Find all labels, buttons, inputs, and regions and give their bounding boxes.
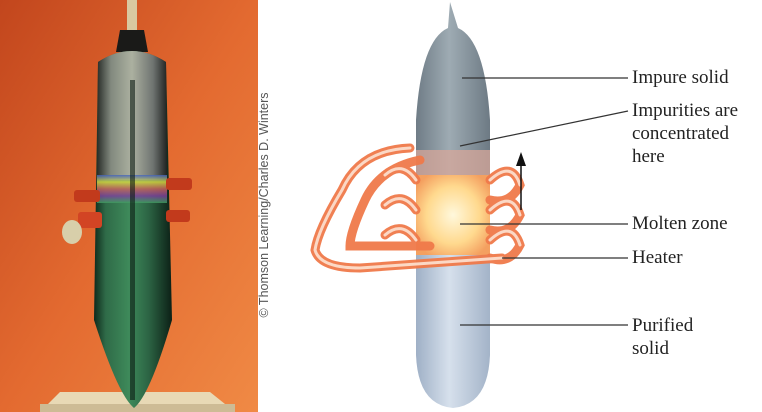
- label-impurities-line3: here: [632, 145, 665, 168]
- photo-credit-text: © Thomson Learning/Charles D. Winters: [257, 92, 271, 317]
- purified-solid-section: [416, 255, 490, 408]
- rod-tip: [116, 30, 148, 52]
- holder-stem: [127, 0, 137, 30]
- label-molten-zone: Molten zone: [632, 212, 728, 235]
- label-heater: Heater: [632, 246, 683, 269]
- clip: [166, 178, 192, 190]
- label-impure-solid: Impure solid: [632, 66, 729, 89]
- zone-refining-diagram: Impure solid Impurities are concentrated…: [290, 0, 762, 412]
- impure-solid-section: [416, 2, 490, 175]
- photo-credit: © Thomson Learning/Charles D. Winters: [254, 200, 274, 210]
- crystal-photo: [0, 0, 258, 412]
- label-purified-line2: solid: [632, 337, 669, 360]
- clip: [166, 210, 190, 222]
- label-impurities-line2: concentrated: [632, 122, 729, 145]
- label-purified-line1: Purified: [632, 314, 693, 337]
- clip: [74, 190, 100, 202]
- label-impurities-line1: Impurities are: [632, 99, 738, 122]
- clip: [78, 212, 102, 228]
